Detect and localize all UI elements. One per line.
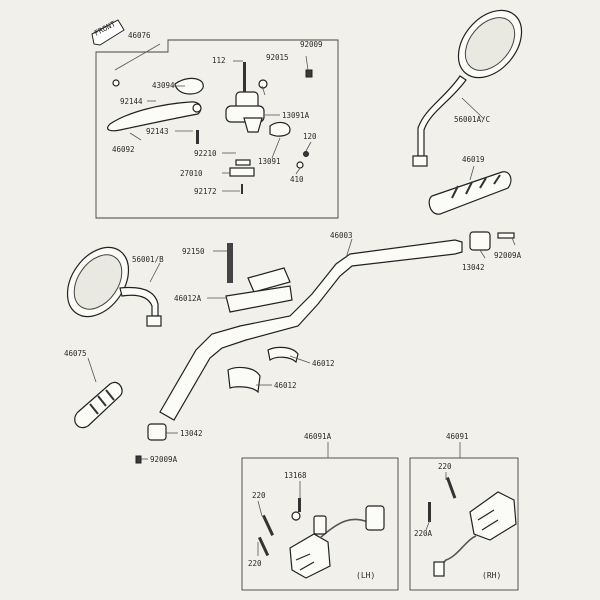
leader-lines-switch bbox=[257, 472, 447, 556]
leader-lines-lever bbox=[114, 43, 312, 192]
label-46012-b: 46012 bbox=[274, 381, 297, 390]
label-56001b: 56001/B bbox=[132, 255, 164, 264]
right-mirror bbox=[412, 9, 523, 167]
leader-lines-main bbox=[87, 97, 516, 460]
label-120: 120 bbox=[303, 132, 317, 141]
label-13091: 13091 bbox=[258, 157, 281, 166]
label-13042-top: 13042 bbox=[462, 263, 485, 272]
label-112: 112 bbox=[212, 56, 226, 65]
label-92210: 92210 bbox=[194, 149, 217, 158]
rh-switch-housing bbox=[428, 476, 517, 577]
label-92009a-top: 92009A bbox=[494, 251, 522, 260]
label-46012a: 46012A bbox=[174, 294, 202, 303]
label-46076: 46076 bbox=[128, 31, 151, 40]
label-56001ac: 56001A/C bbox=[454, 115, 490, 124]
label-46019: 46019 bbox=[462, 155, 485, 164]
left-bar-end bbox=[135, 423, 167, 464]
label-46091: 46091 bbox=[446, 432, 469, 441]
label-220-lh-b: 220 bbox=[248, 559, 262, 568]
label-46092: 46092 bbox=[112, 145, 135, 154]
label-13091a: 13091A bbox=[282, 111, 310, 120]
label-46012-a: 46012 bbox=[312, 359, 335, 368]
right-grip bbox=[428, 171, 512, 215]
label-410: 410 bbox=[290, 175, 304, 184]
label-92009a-bot: 92009A bbox=[150, 455, 178, 464]
left-grip bbox=[74, 381, 123, 429]
label-220a: 220A bbox=[414, 529, 433, 538]
handlebar bbox=[159, 231, 515, 421]
tag-lh: (LH) bbox=[356, 571, 375, 580]
front-arrow-icon: FRONT bbox=[91, 19, 125, 46]
label-46075: 46075 bbox=[64, 349, 87, 358]
label-92015: 92015 bbox=[266, 53, 289, 62]
lever-assembly-box bbox=[95, 39, 339, 219]
label-92172: 92172 bbox=[194, 187, 217, 196]
label-220-rh-a: 220 bbox=[438, 462, 452, 471]
lh-switch-housing bbox=[258, 498, 385, 579]
label-46091a: 46091A bbox=[304, 432, 332, 441]
label-92143: 92143 bbox=[146, 127, 169, 136]
lh-switch-box bbox=[241, 457, 399, 591]
handlebar-clamps bbox=[225, 243, 299, 394]
label-92144: 92144 bbox=[120, 97, 143, 106]
label-27010: 27010 bbox=[180, 169, 203, 178]
label-92150: 92150 bbox=[182, 247, 205, 256]
label-92009: 92009 bbox=[300, 40, 323, 49]
label-220-lh-a: 220 bbox=[252, 491, 266, 500]
left-mirror bbox=[66, 246, 162, 327]
label-43094: 43094 bbox=[152, 81, 175, 90]
clutch-lever-assembly bbox=[107, 62, 313, 194]
tag-rh: (RH) bbox=[482, 571, 501, 580]
rh-switch-box bbox=[409, 457, 519, 591]
label-13042-bot: 13042 bbox=[180, 429, 203, 438]
label-13168: 13168 bbox=[284, 471, 307, 480]
label-46003: 46003 bbox=[330, 231, 353, 240]
